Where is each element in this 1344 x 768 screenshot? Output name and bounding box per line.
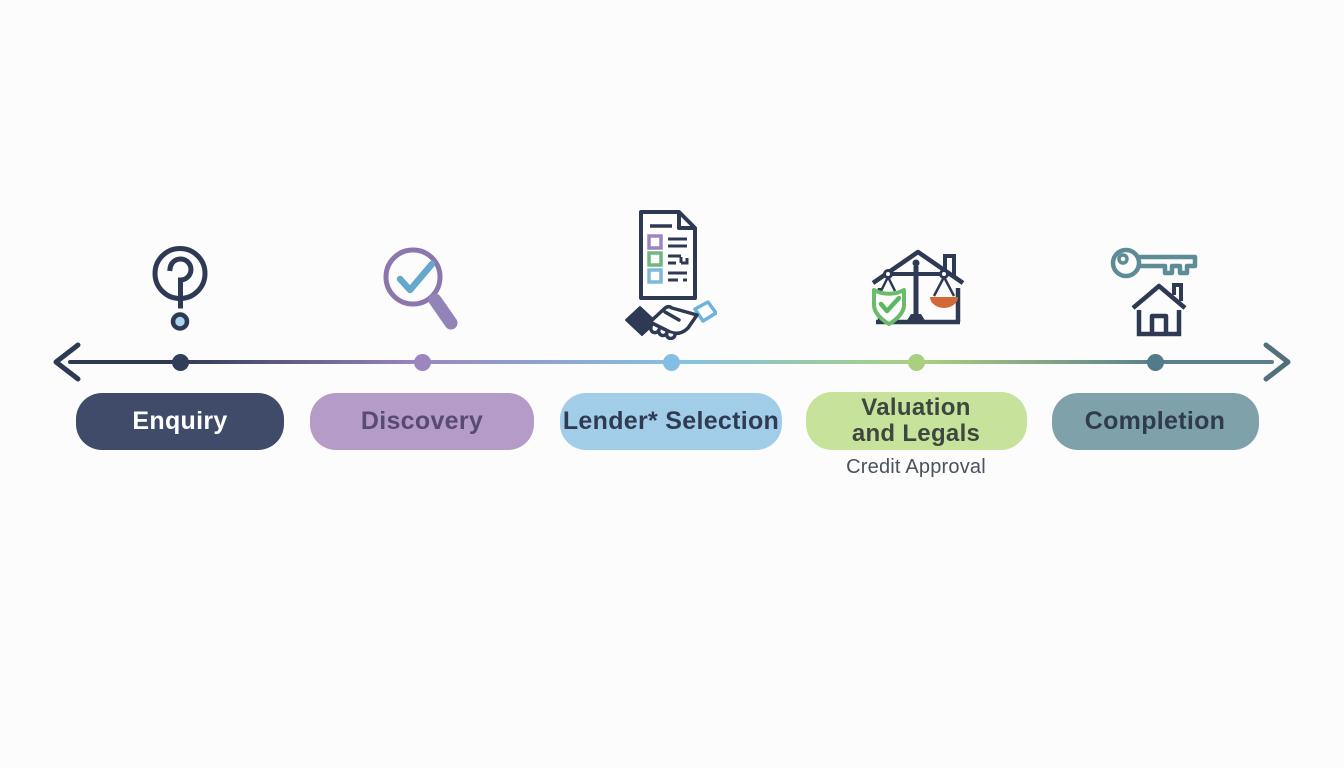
timeline-dot — [662, 354, 680, 371]
stage-label-line1: Valuation — [861, 393, 971, 421]
house-scales-shield-icon — [871, 249, 965, 326]
stage-lender-selection: Lender* Selection — [551, 197, 791, 450]
timeline-dot — [413, 354, 431, 371]
stage-label: Discovery — [360, 406, 484, 435]
timeline-dot — [1146, 354, 1164, 371]
stage-label: Completion — [1084, 406, 1226, 435]
stage-pill-lender-selection: Lender* Selection — [560, 393, 782, 450]
stage-label: Lender* Selection — [562, 406, 780, 435]
left-arrow-icon — [53, 342, 81, 382]
stage-pill-completion: Completion — [1051, 393, 1259, 450]
magnifier-check-icon — [383, 247, 458, 330]
stage-label: Enquiry — [132, 406, 228, 435]
stage-icon-box — [379, 197, 465, 342]
stage-icon-box — [145, 197, 215, 342]
stage-icon-box — [625, 197, 717, 342]
stage-sublabel-credit-approval: Credit Approval — [846, 456, 986, 478]
key-house-icon — [1110, 247, 1198, 337]
document-handshake-icon — [625, 210, 717, 340]
stage-enquiry: Enquiry — [60, 197, 300, 450]
right-arrow-icon — [1263, 342, 1291, 382]
stage-valuation-legals: Valuation and Legals Credit Approval — [796, 197, 1036, 479]
stage-discovery: Discovery — [302, 197, 542, 450]
stage-icon-box — [866, 197, 966, 342]
stage-completion: Completion — [1035, 197, 1275, 450]
stage-pill-discovery: Discovery — [310, 393, 534, 450]
stage-label-line2: and Legals — [851, 420, 981, 447]
timeline-dot — [171, 354, 189, 371]
stage-pill-valuation-legals: Valuation and Legals — [805, 392, 1027, 450]
stage-icon-box — [1107, 197, 1203, 342]
stage-pill-enquiry: Enquiry — [76, 393, 284, 450]
question-mark-icon — [152, 246, 208, 331]
timeline-dot — [907, 354, 925, 371]
